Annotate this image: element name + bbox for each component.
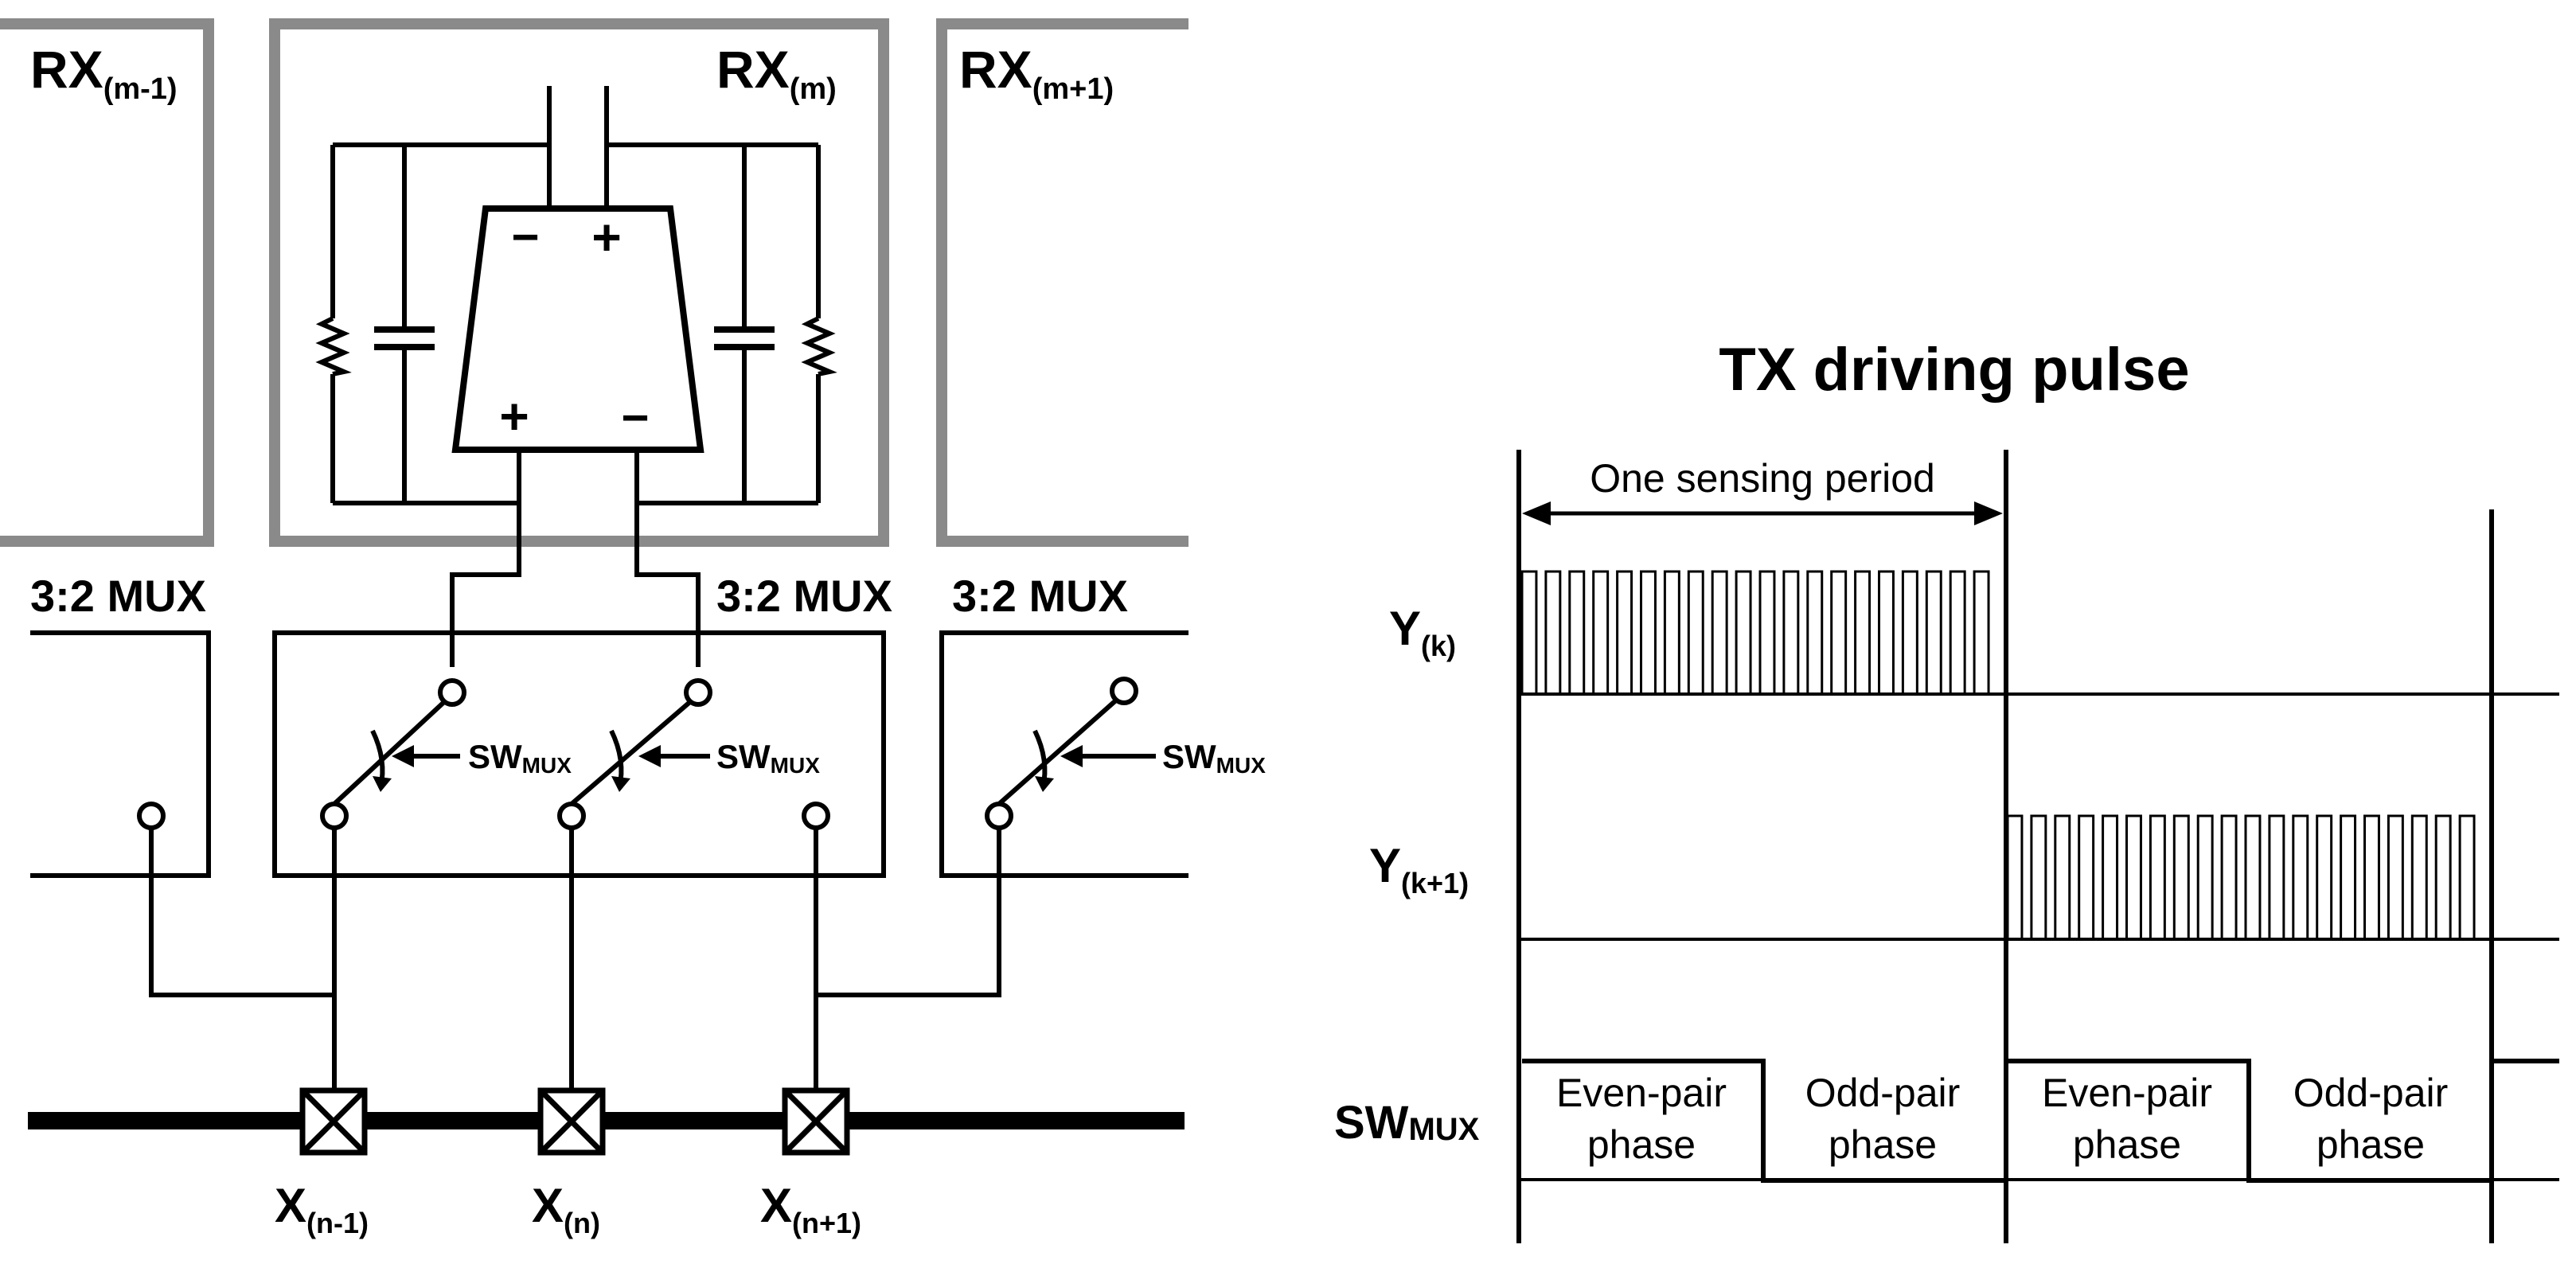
mux-next-label: 3:2 MUX: [952, 571, 1128, 621]
sw-mux-label-2: SWMUX: [716, 738, 820, 778]
switch-terminal: [985, 802, 1013, 830]
phase-labels: Even-pair phase Odd-pair phase Even-pair…: [1556, 1071, 2448, 1167]
opamp-sign-bottom-right: −: [621, 391, 649, 444]
switch-blade-2: [570, 698, 693, 806]
switch-terminal: [1110, 677, 1138, 705]
x-next-label: X(n+1): [760, 1179, 861, 1239]
odd-phase-sub-2: phase: [2316, 1122, 2425, 1167]
even-phase-label-2: Even-pair: [2042, 1071, 2212, 1115]
amplifier-network: [315, 86, 837, 667]
rx-column-outlines: [0, 18, 1188, 547]
rx-prev-label: RX(m-1): [30, 40, 178, 106]
opamp-sign-top-left: −: [511, 210, 539, 263]
mux-prev-label: 3:2 MUX: [30, 571, 206, 621]
rx-next-outline: [936, 18, 1188, 547]
tx-electrodes: [299, 1087, 850, 1156]
timing-title: TX driving pulse: [1719, 336, 2189, 404]
sw-mux-waveform: [1522, 1059, 2559, 1183]
even-phase-sub-1: phase: [1587, 1122, 1696, 1167]
even-phase-label-1: Even-pair: [1556, 1071, 1727, 1115]
odd-phase-sub-1: phase: [1829, 1122, 1937, 1167]
rx-cur-outline: [269, 18, 889, 547]
switch-terminal: [684, 678, 712, 707]
mux-switches: [137, 677, 1138, 830]
y-k1-label: Y(k+1): [1369, 839, 1469, 899]
switch-terminal: [557, 802, 586, 830]
actuator-arrowheads: [373, 776, 1054, 792]
odd-phase-label-1: Odd-pair: [1805, 1071, 1961, 1115]
opamp-sign-bottom-left: +: [499, 388, 529, 445]
opamp-sign-top-right: +: [591, 209, 621, 266]
switch-terminal: [438, 678, 466, 707]
circuit-diagram: RX(m-1) RX(m) RX(m+1): [0, 18, 1266, 1239]
tx-wires: [149, 828, 1001, 1090]
rx-prev-outline: [0, 18, 214, 547]
even-phase-sub-2: phase: [2073, 1122, 2181, 1167]
y-k-pulse-train: [1520, 570, 1998, 696]
odd-phase-label-2: Odd-pair: [2293, 1071, 2449, 1115]
switch-terminal: [137, 802, 166, 830]
amplifier-symbol: [451, 205, 704, 453]
sw-mux-control-arrows: [392, 745, 1156, 767]
switch-terminal: [320, 802, 349, 830]
x-prev-label: X(n-1): [275, 1179, 369, 1239]
y-k-label: Y(k): [1389, 602, 1456, 662]
mux-cur-outline: [272, 630, 886, 878]
switch-blade-1: [332, 698, 448, 806]
sw-mux-label-3: SWMUX: [1162, 738, 1266, 778]
x-cur-label: X(n): [532, 1179, 600, 1239]
y-k1-pulse-train: [2006, 814, 2484, 941]
mux-cur-label: 3:2 MUX: [716, 571, 892, 621]
mux-prev-outline: [30, 630, 211, 878]
switch-blade-3: [997, 696, 1119, 806]
rx-cur-label: RX(m): [716, 40, 837, 106]
sw-mux-label-1: SWMUX: [468, 738, 572, 778]
right-resistor: [801, 316, 837, 376]
left-resistor: [315, 316, 352, 376]
sensing-period-arrow: [1522, 501, 2003, 525]
timing-diagram: TX driving pulse One sensing period Y(k): [1334, 336, 2559, 1243]
mux-next-outline: [939, 630, 1188, 878]
mux-outlines: [30, 630, 1188, 878]
sw-mux-signal-label: SWMUX: [1334, 1097, 1480, 1149]
switch-terminal: [802, 802, 830, 830]
rx-next-label: RX(m+1): [959, 40, 1114, 106]
sensing-period-label: One sensing period: [1590, 456, 1935, 501]
